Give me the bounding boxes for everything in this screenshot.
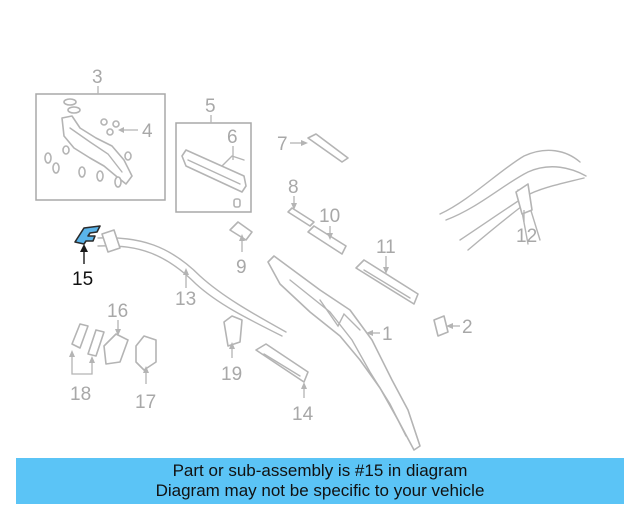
notice-banner: Part or sub-assembly is #15 in diagram D… (16, 458, 624, 504)
callout-17: 17 (135, 392, 156, 413)
callout-15: 15 (72, 269, 93, 290)
callout-18: 18 (70, 384, 91, 405)
part-1 (267, 255, 421, 451)
callout-4: 4 (142, 121, 153, 142)
callout-16: 16 (107, 301, 128, 322)
part-5-group (175, 115, 252, 213)
part-8 (287, 196, 315, 227)
part-3-frame (35, 93, 166, 201)
callout-2: 2 (462, 317, 473, 338)
part-10 (307, 225, 347, 255)
callout-9: 9 (236, 257, 247, 278)
callout-1: 1 (382, 324, 393, 345)
part-3-group (35, 86, 166, 201)
callout-13: 13 (175, 289, 196, 310)
part-16 (103, 320, 129, 365)
callout-6: 6 (227, 127, 238, 148)
part-14 (255, 343, 309, 398)
callout-11: 11 (376, 237, 396, 258)
part-15-bracket (74, 225, 101, 245)
part-3-bracket (61, 115, 133, 185)
notice-line-1: Part or sub-assembly is #15 in diagram (172, 461, 468, 480)
part-2 (433, 315, 460, 337)
part-17 (135, 335, 157, 384)
part-5-frame (175, 122, 252, 213)
part-7 (290, 133, 349, 163)
part-11 (355, 256, 419, 305)
callout-12: 12 (516, 226, 537, 247)
callout-8: 8 (288, 177, 299, 198)
callout-5: 5 (205, 96, 216, 117)
notice-line-2: Diagram may not be specific to your vehi… (155, 481, 485, 500)
part-13 (97, 229, 287, 337)
part-18 (69, 323, 105, 375)
callout-10: 10 (319, 206, 340, 227)
part-5-rail (181, 149, 247, 193)
part-19 (223, 315, 243, 358)
callout-3: 3 (92, 67, 103, 88)
callout-14: 14 (292, 404, 314, 425)
part-12 (439, 149, 587, 251)
callout-19: 19 (221, 364, 242, 385)
part-9 (229, 221, 253, 252)
part-15-highlighted (74, 225, 101, 264)
callout-7: 7 (277, 134, 288, 155)
